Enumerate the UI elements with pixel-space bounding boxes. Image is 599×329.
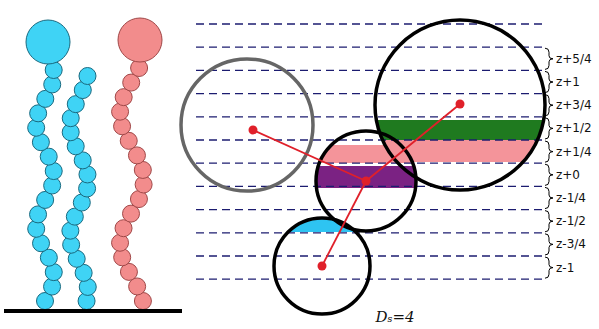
layer-label: z+1/2 bbox=[556, 122, 592, 134]
brace bbox=[545, 257, 553, 278]
ghost-sphere bbox=[181, 59, 313, 191]
layer-label: z+1 bbox=[556, 76, 580, 88]
bead bbox=[26, 20, 70, 64]
centre-dot bbox=[362, 177, 371, 186]
brace bbox=[545, 164, 553, 185]
link-line bbox=[322, 181, 366, 266]
layer-label: z+5/4 bbox=[556, 53, 592, 65]
layer-label: z+0 bbox=[556, 169, 580, 181]
neighbour-links bbox=[253, 104, 460, 266]
centre-dot bbox=[318, 262, 327, 271]
polymer-chains bbox=[26, 18, 162, 310]
green-band bbox=[370, 120, 560, 140]
brace bbox=[545, 141, 553, 162]
layer-lines bbox=[196, 24, 545, 279]
brace bbox=[545, 234, 553, 255]
layer-line bbox=[196, 186, 545, 187]
caption: Dₛ=4 bbox=[375, 310, 414, 325]
layer-line bbox=[196, 163, 545, 164]
link-line bbox=[253, 130, 366, 181]
layer-line bbox=[196, 47, 545, 48]
layer-line bbox=[196, 70, 545, 71]
centre-dot bbox=[456, 100, 465, 109]
brace bbox=[545, 118, 553, 139]
centre-dot bbox=[249, 126, 258, 135]
brace bbox=[545, 211, 553, 232]
layer-label: z-1 bbox=[556, 262, 574, 274]
layer-line bbox=[196, 139, 545, 140]
link-line bbox=[366, 104, 460, 181]
layer-label: z-1/2 bbox=[556, 215, 586, 227]
layer-braces bbox=[545, 48, 553, 278]
layer-line bbox=[196, 93, 545, 94]
brace bbox=[545, 48, 553, 69]
graft-surface bbox=[4, 309, 182, 313]
layer-line bbox=[196, 116, 545, 117]
sphere bbox=[316, 131, 416, 231]
brace bbox=[545, 71, 553, 92]
bead bbox=[79, 68, 96, 85]
sphere bbox=[375, 20, 545, 190]
sphere bbox=[274, 218, 370, 314]
layer-line bbox=[196, 209, 545, 210]
layer-line bbox=[196, 23, 545, 24]
layer-label: z-3/4 bbox=[556, 238, 586, 250]
bead bbox=[118, 18, 162, 62]
brace bbox=[545, 187, 553, 208]
layer-label: z-1/4 bbox=[556, 192, 586, 204]
layer-label: z+1/4 bbox=[556, 146, 592, 158]
layer-label: z+3/4 bbox=[556, 99, 592, 111]
centre-dots bbox=[249, 100, 465, 271]
layer-line bbox=[196, 279, 545, 280]
